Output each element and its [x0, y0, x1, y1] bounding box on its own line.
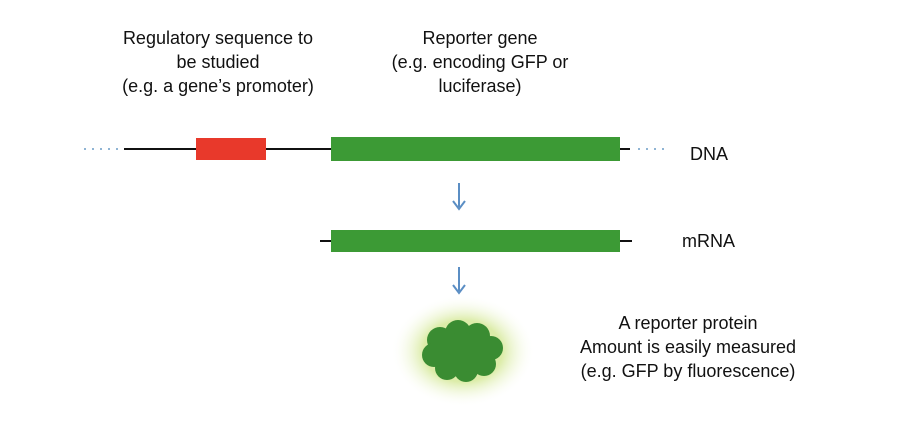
dna-strand: [84, 137, 668, 161]
down-arrow-icon: [452, 267, 466, 295]
regulatory-label-line-2: be studied: [176, 52, 260, 72]
mrna-reporter-block: [331, 230, 620, 252]
reporter-label-line-2: (e.g. encoding GFP or: [391, 52, 569, 72]
mrna-strand: [320, 230, 632, 252]
reporter-gene-label: Reporter gene (e.g. encoding GFP or luci…: [350, 26, 610, 98]
regulatory-label-line-1: Regulatory sequence to: [122, 28, 314, 48]
protein-label-line-1: A reporter protein: [618, 313, 758, 333]
dna-reporter-gene-block: [331, 137, 620, 161]
reporter-protein-label: A reporter protein Amount is easily meas…: [528, 311, 848, 383]
protein-label-line-2: Amount is easily measured: [579, 337, 797, 357]
dna-label: DNA: [690, 144, 729, 164]
regulatory-sequence-block: [196, 138, 266, 160]
reporter-label-line-3: luciferase): [438, 76, 522, 96]
protein-blob-icon: [391, 295, 535, 407]
protein-label-line-3: (e.g. GFP by fluorescence): [580, 361, 796, 381]
mrna-label: mRNA: [682, 231, 735, 251]
regulatory-sequence-label: Regulatory sequence to be studied (e.g. …: [88, 26, 348, 98]
regulatory-label-line-3: (e.g. a gene’s promoter): [122, 76, 314, 96]
reporter-label-line-1: Reporter gene: [422, 28, 538, 48]
protein-body: [422, 320, 503, 382]
down-arrow-icon: [452, 183, 466, 211]
